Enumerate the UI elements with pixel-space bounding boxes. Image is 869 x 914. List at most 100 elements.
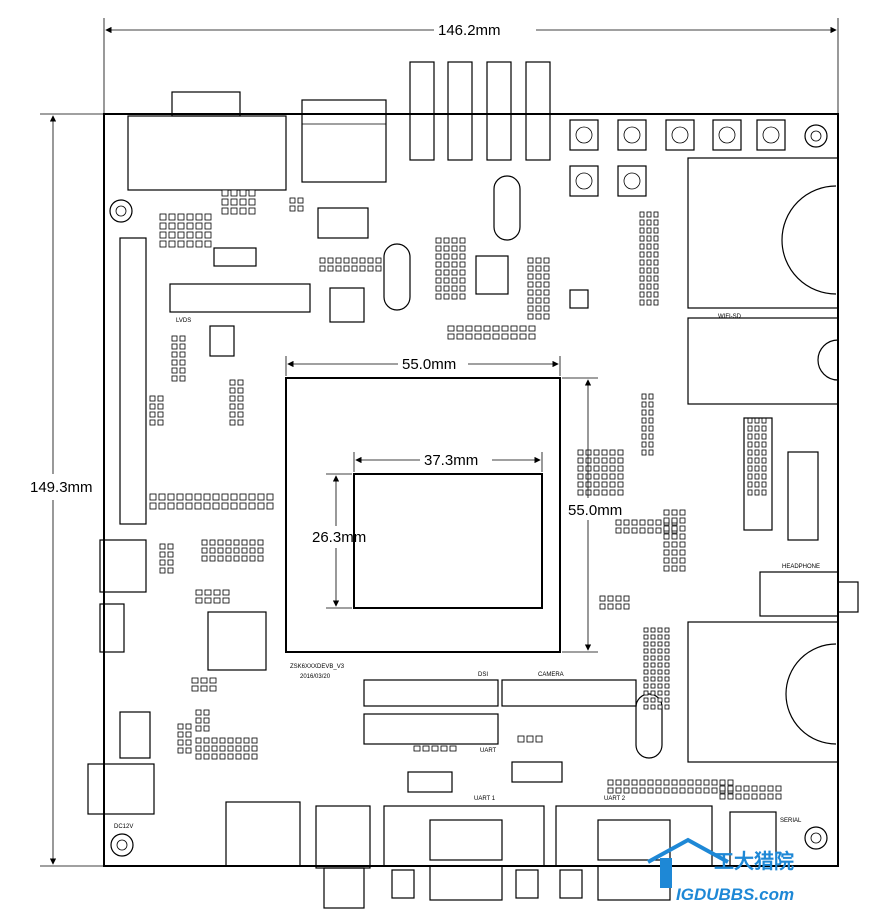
passive-components	[149, 189, 782, 800]
passive-pad	[527, 305, 534, 312]
passive-pad	[754, 489, 760, 496]
passive-pad	[451, 253, 458, 260]
passive-pad	[601, 457, 608, 464]
passive-pad	[648, 449, 654, 456]
passive-pad	[761, 425, 767, 432]
passive-pad	[657, 627, 663, 633]
passive-pad	[593, 449, 600, 456]
passive-pad	[648, 401, 654, 408]
passive-pad	[483, 333, 491, 340]
passive-pad	[233, 539, 240, 546]
passive-pad	[319, 257, 326, 264]
passive-pad	[239, 207, 247, 215]
passive-pad	[671, 517, 678, 524]
passive-pad	[435, 237, 442, 244]
passive-pad	[719, 779, 726, 786]
passive-pad	[664, 704, 670, 710]
soc-width-dimension: 55.0mm	[285, 356, 561, 376]
passive-pad	[241, 539, 248, 546]
passive-pad	[623, 779, 630, 786]
passive-pad	[237, 379, 244, 386]
passive-pad	[664, 662, 670, 668]
left-header-connector	[119, 237, 147, 525]
passive-pad	[747, 465, 753, 472]
passive-pad	[243, 745, 250, 752]
passive-pad	[249, 547, 256, 554]
passive-pad	[440, 745, 448, 752]
passive-pad	[235, 753, 242, 760]
passive-pad	[650, 690, 656, 696]
passive-pad	[157, 395, 164, 402]
passive-pad	[179, 335, 186, 342]
passive-pad	[754, 417, 760, 424]
passive-pad	[194, 502, 202, 510]
svg-text:CAMERA: CAMERA	[538, 672, 564, 678]
passive-pad	[167, 567, 174, 574]
passive-pad	[761, 489, 767, 496]
passive-pad	[195, 589, 203, 596]
passive-pad	[367, 265, 374, 272]
passive-pad	[639, 787, 646, 794]
passive-pad	[185, 502, 193, 510]
passive-pad	[577, 473, 584, 480]
passive-pad	[663, 557, 670, 564]
passive-pad	[159, 543, 166, 550]
passive-pad	[653, 275, 659, 282]
passive-pad	[167, 493, 175, 501]
passive-pad	[219, 745, 226, 752]
passive-pad	[639, 243, 645, 250]
passive-pad	[641, 425, 647, 432]
passive-pad	[607, 603, 614, 610]
passive-pad	[641, 433, 647, 440]
passive-pad	[609, 465, 616, 472]
passive-pad	[641, 393, 647, 400]
passive-pad	[631, 779, 638, 786]
passive-pad	[543, 273, 550, 280]
passive-pad	[171, 367, 178, 374]
passive-pad	[643, 697, 649, 703]
passive-pad	[149, 419, 156, 426]
passive-pad	[179, 351, 186, 358]
passive-pad	[751, 793, 758, 800]
passive-pad	[159, 222, 167, 230]
passive-pad	[159, 551, 166, 558]
passive-pad	[343, 265, 350, 272]
passive-pad	[212, 502, 220, 510]
passive-pad	[623, 527, 630, 534]
passive-pad	[727, 785, 734, 792]
passive-pad	[607, 595, 614, 602]
passive-pad	[177, 213, 185, 221]
passive-pad	[217, 547, 224, 554]
passive-pad	[200, 677, 208, 684]
passive-pad	[211, 753, 218, 760]
passive-pad	[615, 519, 622, 526]
passive-pad	[663, 787, 670, 794]
passive-pad	[535, 257, 542, 264]
passive-pad	[225, 539, 232, 546]
passive-pad	[185, 731, 192, 738]
passive-pad	[754, 457, 760, 464]
passive-pad	[643, 627, 649, 633]
passive-pad	[459, 253, 466, 260]
passive-pad	[168, 240, 176, 248]
passive-pad	[519, 325, 527, 332]
passive-pad	[657, 704, 663, 710]
passive-pad	[237, 403, 244, 410]
passive-pad	[646, 283, 652, 290]
passive-pad	[671, 533, 678, 540]
passive-pad	[543, 297, 550, 304]
passive-pad	[663, 549, 670, 556]
passive-pad	[159, 231, 167, 239]
passive-pad	[528, 333, 536, 340]
passive-pad	[248, 493, 256, 501]
passive-pad	[233, 547, 240, 554]
passive-pad	[747, 489, 753, 496]
passive-pad	[653, 235, 659, 242]
passive-pad	[203, 493, 211, 501]
passive-pad	[653, 243, 659, 250]
passive-pad	[759, 793, 766, 800]
passive-pad	[209, 547, 216, 554]
passive-pad	[451, 277, 458, 284]
passive-pad	[643, 704, 649, 710]
passive-pad	[679, 541, 686, 548]
